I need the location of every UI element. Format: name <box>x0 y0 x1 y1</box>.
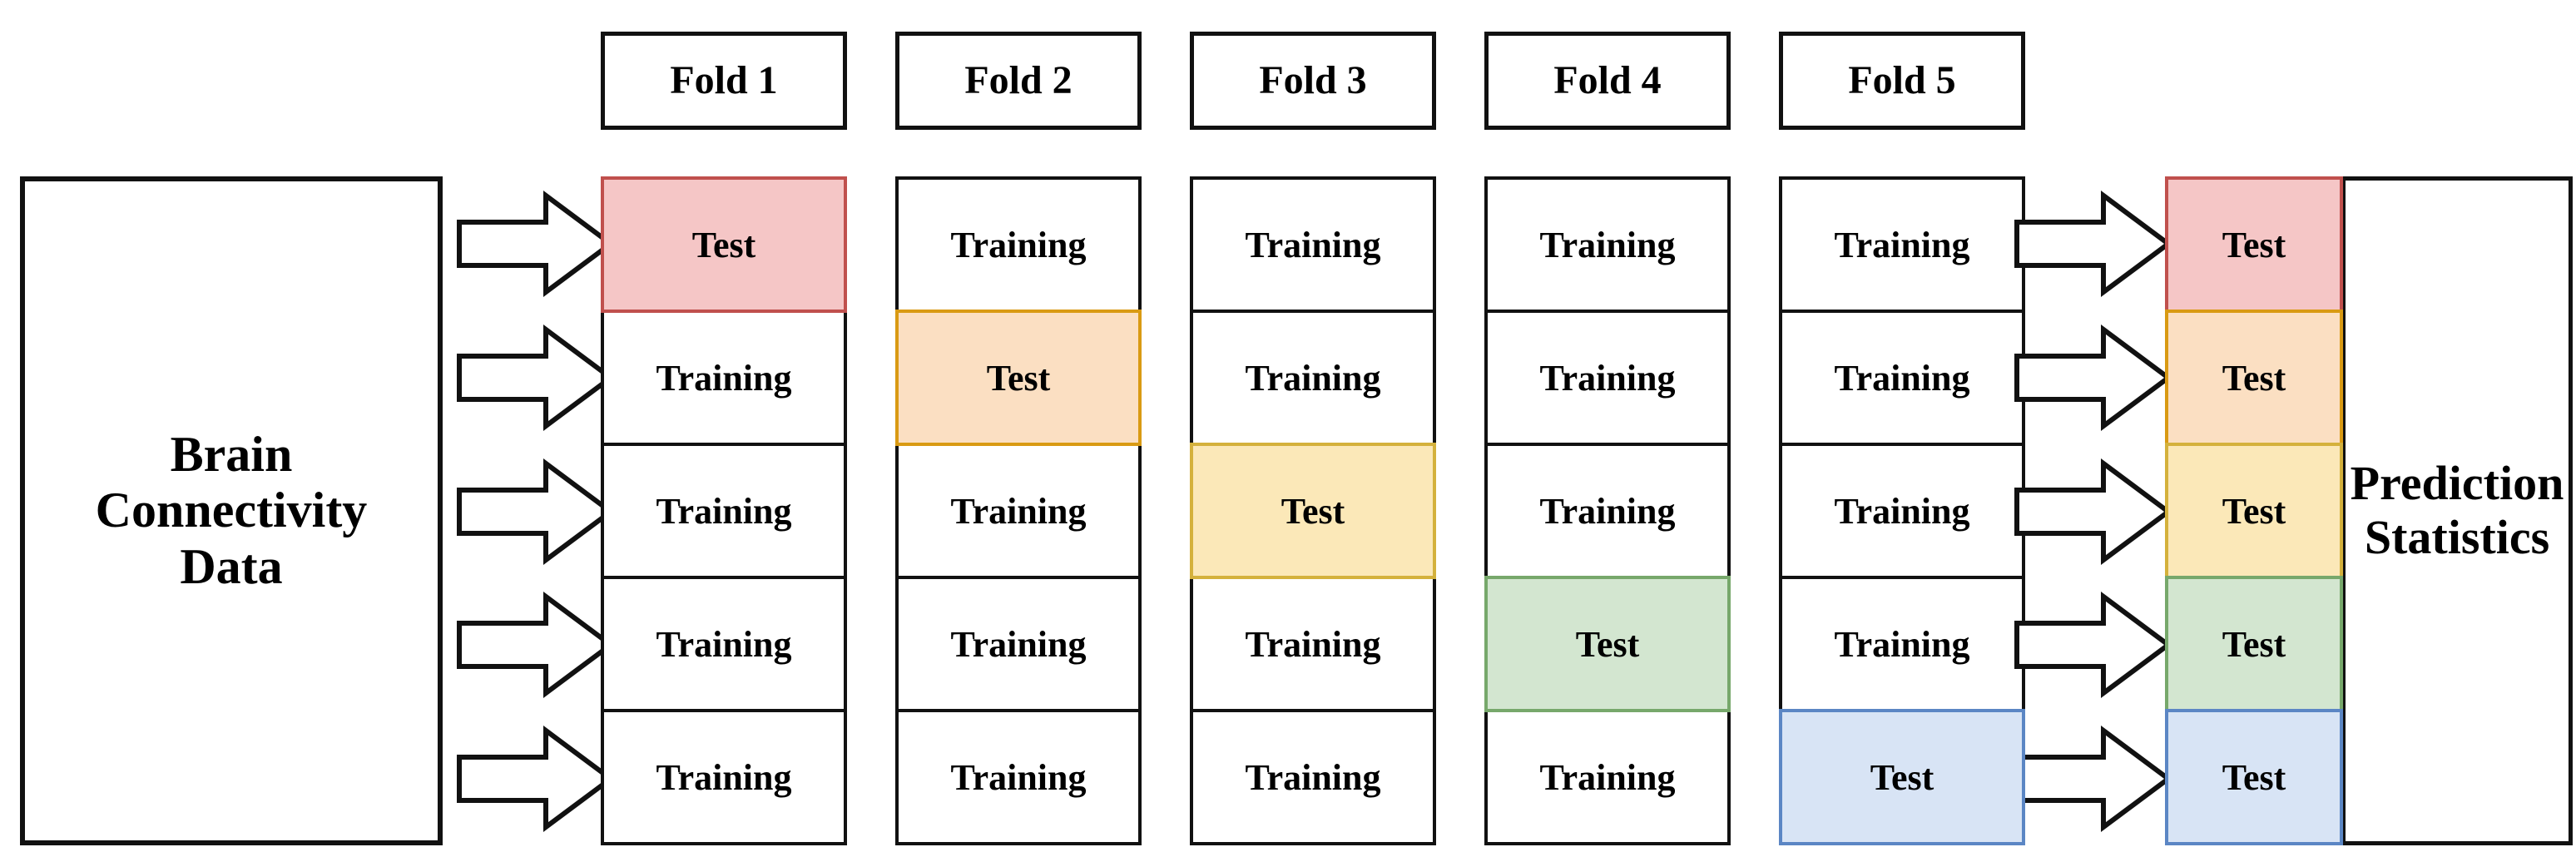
fold-4-row-5-training: Training <box>1484 709 1731 845</box>
fold-2-row-4-training: Training <box>895 576 1142 712</box>
aggregated-test-cell-2: Test <box>2165 310 2343 446</box>
collect-arrow-2-icon <box>2014 323 2172 433</box>
fold-2-row-5-training: Training <box>895 709 1142 845</box>
fold-1-row-2-training: Training <box>601 310 847 446</box>
fold-3-row-3-test: Test <box>1190 443 1436 579</box>
fold-5-row-1-training: Training <box>1779 176 2025 313</box>
fold-1-row-3-training: Training <box>601 443 847 579</box>
fold-1-row-5-training: Training <box>601 709 847 845</box>
collect-arrow-3-icon <box>2014 457 2172 567</box>
split-arrow-1-icon <box>456 189 614 299</box>
brain-box-line-3: Data <box>180 538 283 594</box>
fold-4-row-2-training: Training <box>1484 310 1731 446</box>
fold-header-3: Fold 3 <box>1190 32 1436 130</box>
fold-2-row-3-training: Training <box>895 443 1142 579</box>
fold-header-2: Fold 2 <box>895 32 1142 130</box>
split-arrow-4-icon <box>456 590 614 700</box>
prediction-line-2: Statistics <box>2364 510 2550 564</box>
prediction-statistics-box: Prediction Statistics <box>2341 176 2573 845</box>
fold-2-row-2-test: Test <box>895 310 1142 446</box>
aggregated-test-cell-3: Test <box>2165 443 2343 579</box>
brain-connectivity-data-box: Brain Connectivity Data <box>20 176 443 845</box>
fold-1-row-4-training: Training <box>601 576 847 712</box>
collect-arrow-5-icon <box>2014 724 2172 834</box>
split-arrow-3-icon <box>456 457 614 567</box>
split-arrow-2-icon <box>456 323 614 433</box>
fold-3-row-5-training: Training <box>1190 709 1436 845</box>
fold-5-row-4-training: Training <box>1779 576 2025 712</box>
fold-5-row-3-training: Training <box>1779 443 2025 579</box>
aggregated-test-cell-5: Test <box>2165 709 2343 845</box>
fold-4-row-1-training: Training <box>1484 176 1731 313</box>
aggregated-test-cell-4: Test <box>2165 576 2343 712</box>
fold-5-row-5-test: Test <box>1779 709 2025 845</box>
fold-5-row-2-training: Training <box>1779 310 2025 446</box>
fold-3-row-2-training: Training <box>1190 310 1436 446</box>
fold-header-1: Fold 1 <box>601 32 847 130</box>
collect-arrow-4-icon <box>2014 590 2172 700</box>
brain-box-line-1: Brain <box>170 427 293 483</box>
collect-arrow-1-icon <box>2014 189 2172 299</box>
fold-1-row-1-test: Test <box>601 176 847 313</box>
fold-4-row-4-test: Test <box>1484 576 1731 712</box>
fold-header-4: Fold 4 <box>1484 32 1731 130</box>
fold-4-row-3-training: Training <box>1484 443 1731 579</box>
brain-box-line-2: Connectivity <box>95 483 368 538</box>
fold-header-5: Fold 5 <box>1779 32 2025 130</box>
fold-3-row-4-training: Training <box>1190 576 1436 712</box>
fold-2-row-1-training: Training <box>895 176 1142 313</box>
split-arrow-5-icon <box>456 724 614 834</box>
fold-3-row-1-training: Training <box>1190 176 1436 313</box>
aggregated-test-cell-1: Test <box>2165 176 2343 313</box>
prediction-line-1: Prediction <box>2350 456 2564 511</box>
